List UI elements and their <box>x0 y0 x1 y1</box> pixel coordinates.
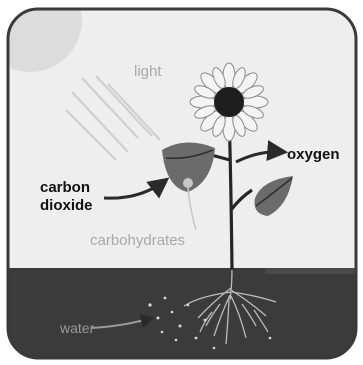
lower-right-leaf <box>254 176 293 216</box>
water-label: water <box>59 320 95 336</box>
sun-icon <box>8 9 82 72</box>
oxygen-arrow <box>235 140 289 164</box>
carbon-dioxide-label-line2: dioxide <box>40 197 93 214</box>
carbon-dioxide-label-line1: carbon <box>40 179 90 196</box>
light-rays <box>65 75 161 161</box>
carbohydrate-transport-line <box>187 187 197 231</box>
water-particles <box>148 296 272 350</box>
diagram-scene: light oxygen carbon dioxide carbohydrate… <box>8 9 356 358</box>
sunflower-center <box>214 87 244 117</box>
upper-left-leaf <box>162 142 215 192</box>
carbon-dioxide-arrow <box>103 177 170 200</box>
diagram-frame <box>6 7 358 360</box>
oxygen-label: oxygen <box>287 146 340 163</box>
carbohydrates-label: carbohydrates <box>90 232 185 249</box>
plant-roots <box>183 267 277 345</box>
light-label: light <box>134 63 162 80</box>
water-arrow <box>91 314 155 329</box>
upper-left-leaf-vein <box>165 149 214 160</box>
lower-right-leaf-vein <box>255 177 293 207</box>
soil-ground <box>8 268 356 358</box>
carbohydrate-dot <box>183 178 193 188</box>
soil-texture <box>265 268 356 274</box>
